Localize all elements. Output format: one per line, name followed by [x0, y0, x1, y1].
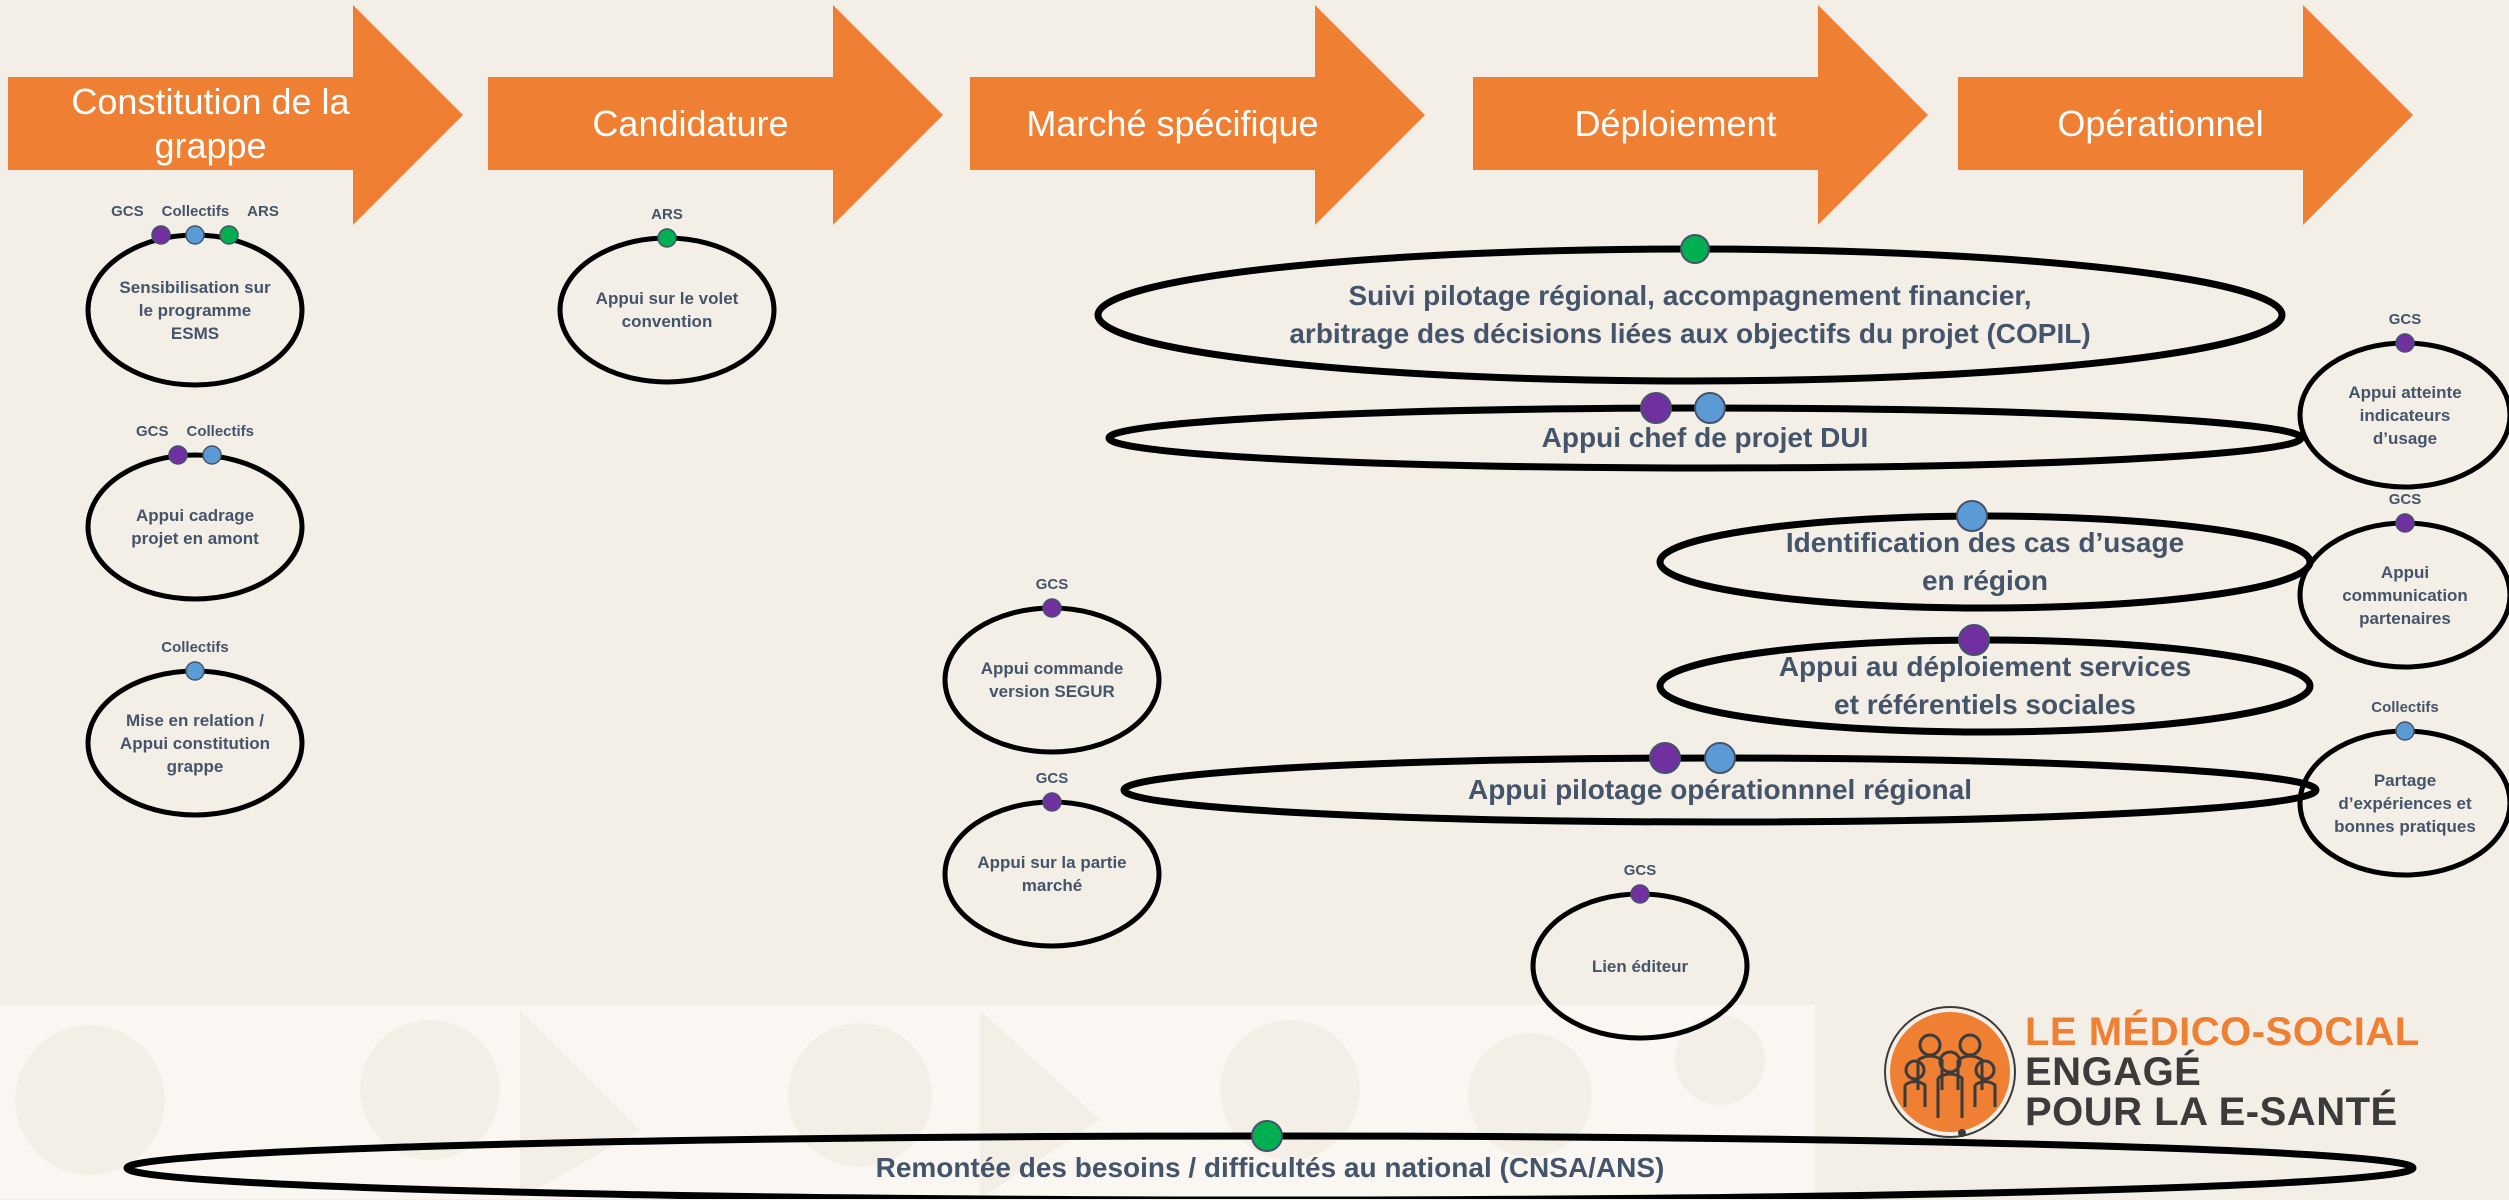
sensibilisation-roles: GCS Collectifs ARS [95, 199, 295, 223]
volet-convention-text: Appui sur le volet convention [595, 289, 739, 331]
cas-usage-line-1: Identification des cas d’usage [1785, 527, 2185, 558]
partie-marche-roles: GCS [952, 766, 1152, 790]
brand-line-2: ENGAGÉ [2025, 1050, 2202, 1094]
actor-role-label: GCS [2388, 310, 2422, 328]
cadrage-roles: GCS Collectifs [95, 419, 295, 443]
volet-convention-roles: ARS [567, 202, 767, 226]
cas-usage-text: Identification des cas d’usage en région [1680, 516, 2290, 608]
cadrage-text: Appui cadrage projet en amont [131, 506, 259, 548]
blue-actor-dot [185, 661, 205, 681]
deploiement-services-line-2: et référentiels sociales [1834, 689, 2136, 720]
green-actor-dot [657, 228, 677, 248]
cadrage-oval [85, 452, 305, 602]
purple-actor-dot [1042, 598, 1062, 618]
lien-editeur-text: Lien éditeur [1591, 956, 1689, 976]
chef-projet-line-1: Appui chef de projet DUI [1541, 422, 1869, 453]
brand-line-3: POUR LA E-SANTÉ [2025, 1090, 2398, 1134]
actor-role-label: Collectifs [2371, 698, 2439, 716]
copil-text: Suivi pilotage régional, accompagnement … [1118, 249, 2262, 381]
sensibilisation-text: Sensibilisation sur le programme ESMS [119, 277, 271, 343]
indicateurs-text: Appui atteinte indicateurs d’usage [2348, 382, 2462, 448]
purple-actor-dot [1640, 392, 1672, 424]
phase-label: Candidature [592, 102, 789, 144]
partage-text: Partage d’expériences et bonnes pratique… [2334, 770, 2476, 836]
partage-roles: Collectifs [2305, 695, 2505, 719]
pilotage-op-line-1: Appui pilotage opérationnnel régional [1467, 774, 1972, 805]
commande-segur-roles: GCS [952, 572, 1152, 596]
blue-actor-dot [1956, 500, 1988, 532]
brand-wordmark: LE MÉDICO-SOCIAL ENGAGÉ POUR LA E-SANTÉ [2025, 1012, 2495, 1142]
partie-marche-text: Appui sur la partie marché [977, 853, 1127, 895]
blue-actor-dot [1704, 742, 1736, 774]
purple-actor-dot [1042, 792, 1062, 812]
commande-segur-text: Appui commande version SEGUR [980, 659, 1124, 701]
blue-actor-dot [202, 445, 222, 465]
indicateurs-roles: GCS [2305, 307, 2505, 331]
actor-role-label: GCS [1035, 769, 1069, 787]
phase-label: Opérationnel [2057, 102, 2264, 144]
phase-label: Marché spécifique [1026, 102, 1319, 144]
purple-actor-dot [2395, 513, 2415, 533]
communication-roles: GCS [2305, 487, 2505, 511]
lien-editeur-roles: GCS [1540, 858, 1740, 882]
phase-label: Constitution de la grappe [71, 80, 350, 166]
purple-actor-dot [1630, 884, 1650, 904]
actor-role-label: Collectifs [161, 638, 229, 656]
green-actor-dot [219, 225, 239, 245]
deploiement-services-line-1: Appui au déploiement services [1778, 651, 2192, 682]
purple-actor-dot [151, 225, 171, 245]
remontee-line-1: Remontée des besoins / difficultés au na… [875, 1152, 1665, 1183]
phase-arrow [8, 5, 463, 225]
copil-line-2: arbitrage des décisions liées aux object… [1289, 318, 2091, 349]
actor-role-label: Collectifs [186, 422, 255, 440]
green-actor-dot [1680, 234, 1710, 264]
purple-actor-dot [1958, 624, 1990, 656]
copil-line-1: Suivi pilotage régional, accompagnement … [1348, 280, 2032, 311]
cas-usage-line-2: en région [1921, 565, 2048, 596]
remontee-text: Remontée des besoins / difficultés au na… [147, 1136, 2393, 1200]
actor-role-label: Collectifs [161, 202, 230, 220]
blue-actor-dot [185, 225, 205, 245]
communication-text: Appui communication partenaires [2342, 562, 2468, 628]
purple-actor-dot [2395, 333, 2415, 353]
actor-role-label: GCS [1035, 575, 1069, 593]
blue-actor-dot [1694, 392, 1726, 424]
phase-arrow [1958, 5, 2413, 225]
green-actor-dot [1251, 1120, 1283, 1152]
actor-role-label: GCS [2388, 490, 2422, 508]
mise-en-relation-roles: Collectifs [95, 635, 295, 659]
phase-label: Déploiement [1574, 102, 1777, 144]
phase-arrow [970, 5, 1425, 225]
phase-arrow [488, 5, 943, 225]
chef-projet-text: Appui chef de projet DUI [1129, 408, 2281, 468]
actor-role-label: GCS [1623, 861, 1657, 879]
phase-arrow [1473, 5, 1928, 225]
people-logo-icon [1884, 1006, 2016, 1138]
mise-en-relation-text: Mise en relation / Appui constitution gr… [119, 710, 271, 776]
purple-actor-dot [168, 445, 188, 465]
actor-role-label: GCS [135, 422, 169, 440]
brand-line-1: LE MÉDICO-SOCIAL [2025, 1010, 2420, 1054]
blue-actor-dot [2395, 721, 2415, 741]
actor-role-label: ARS [247, 202, 279, 220]
actor-role-label: GCS [111, 202, 144, 220]
actor-role-label: ARS [651, 205, 683, 223]
decorative-pattern-band [0, 1005, 1815, 1199]
pilotage-op-text: Appui pilotage opérationnnel régional [1144, 758, 2296, 822]
purple-actor-dot [1649, 742, 1681, 774]
deploiement-services-text: Appui au déploiement services et référent… [1680, 640, 2290, 732]
